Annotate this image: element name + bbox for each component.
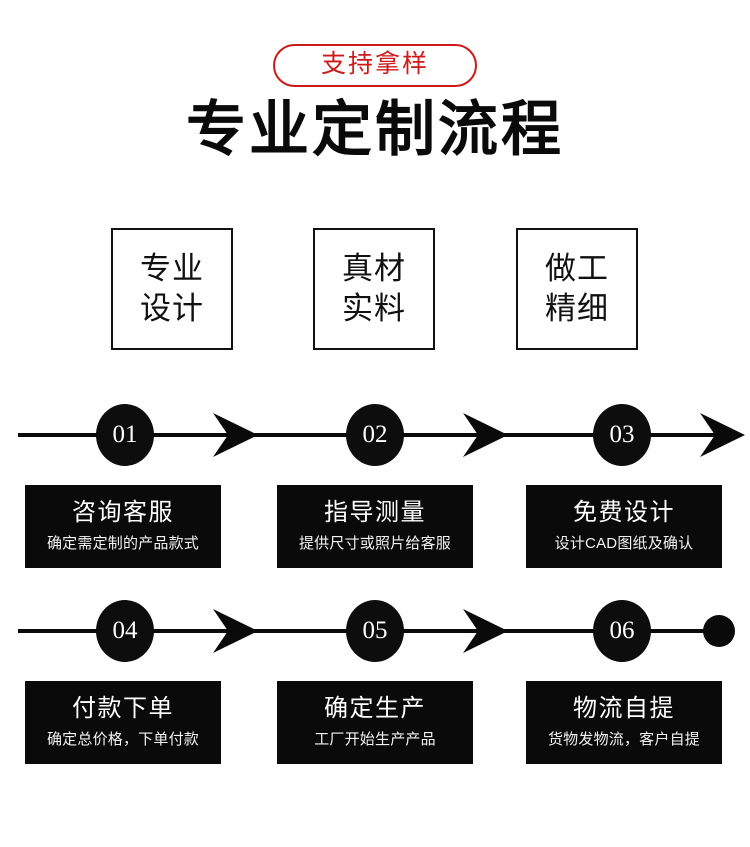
process-row-first: 01 02 03 咨询客服 确定需定制的产品款式 指导测量 提供尺寸或照片给客服… [0, 400, 750, 580]
step-number-badge: 06 [593, 600, 651, 662]
feature-line-1: 真材 [342, 251, 406, 287]
step-number-badge: 05 [346, 600, 404, 662]
step-number-badge: 01 [96, 404, 154, 466]
step-card-group-second: 付款下单 确定总价格，下单付款 确定生产 工厂开始生产产品 物流自提 货物发物流… [0, 681, 750, 771]
step-card: 免费设计 设计CAD图纸及确认 [526, 485, 722, 568]
feature-line-2: 设计 [140, 291, 204, 326]
feature-line-2: 实料 [342, 291, 406, 326]
feature-box-fine-workmanship: 做工 精细 [516, 228, 638, 350]
step-card-subtitle: 确定需定制的产品款式 [46, 535, 199, 553]
feature-line-1: 专业 [140, 251, 204, 287]
page-title-container: 专业定制流程 [0, 96, 750, 163]
step-card: 确定生产 工厂开始生产产品 [277, 681, 473, 764]
process-row-second: 04 05 06 付款下单 确定总价格，下单付款 确定生产 工厂开始生产产品 物… [0, 596, 750, 776]
step-card-title: 指导测量 [324, 499, 426, 527]
step-card-title: 咨询客服 [72, 499, 174, 527]
feature-box-genuine-material: 真材 实料 [313, 228, 435, 350]
page-title: 专业定制流程 [186, 96, 564, 163]
feature-line-1: 做工 [545, 251, 609, 287]
timeline-end-dot-icon [703, 615, 735, 647]
step-card-subtitle: 确定总价格，下单付款 [46, 731, 199, 749]
sample-support-badge: 支持拿样 [272, 44, 477, 87]
step-card-title: 物流自提 [573, 695, 675, 723]
step-number-badge: 03 [593, 404, 651, 466]
step-card: 物流自提 货物发物流，客户自提 [526, 681, 722, 764]
step-card-title: 付款下单 [72, 695, 174, 723]
feature-line-2: 精细 [545, 291, 609, 326]
step-number-badge: 02 [346, 404, 404, 466]
step-card-title: 免费设计 [573, 499, 675, 527]
step-card-subtitle: 设计CAD图纸及确认 [554, 535, 694, 553]
badge-container: 支持拿样 [0, 44, 750, 87]
step-card-title: 确定生产 [324, 695, 426, 723]
step-card-subtitle: 工厂开始生产产品 [314, 731, 436, 749]
step-card: 咨询客服 确定需定制的产品款式 [25, 485, 221, 568]
feature-box-professional-design: 专业 设计 [111, 228, 233, 350]
step-card-subtitle: 货物发物流，客户自提 [547, 731, 700, 749]
feature-box-group: 专业 设计 真材 实料 做工 精细 [0, 228, 750, 354]
step-card-subtitle: 提供尺寸或照片给客服 [298, 535, 451, 553]
step-card-group-first: 咨询客服 确定需定制的产品款式 指导测量 提供尺寸或照片给客服 免费设计 设计C… [0, 485, 750, 575]
step-card: 指导测量 提供尺寸或照片给客服 [277, 485, 473, 568]
step-number-badge: 04 [96, 600, 154, 662]
step-card: 付款下单 确定总价格，下单付款 [25, 681, 221, 764]
